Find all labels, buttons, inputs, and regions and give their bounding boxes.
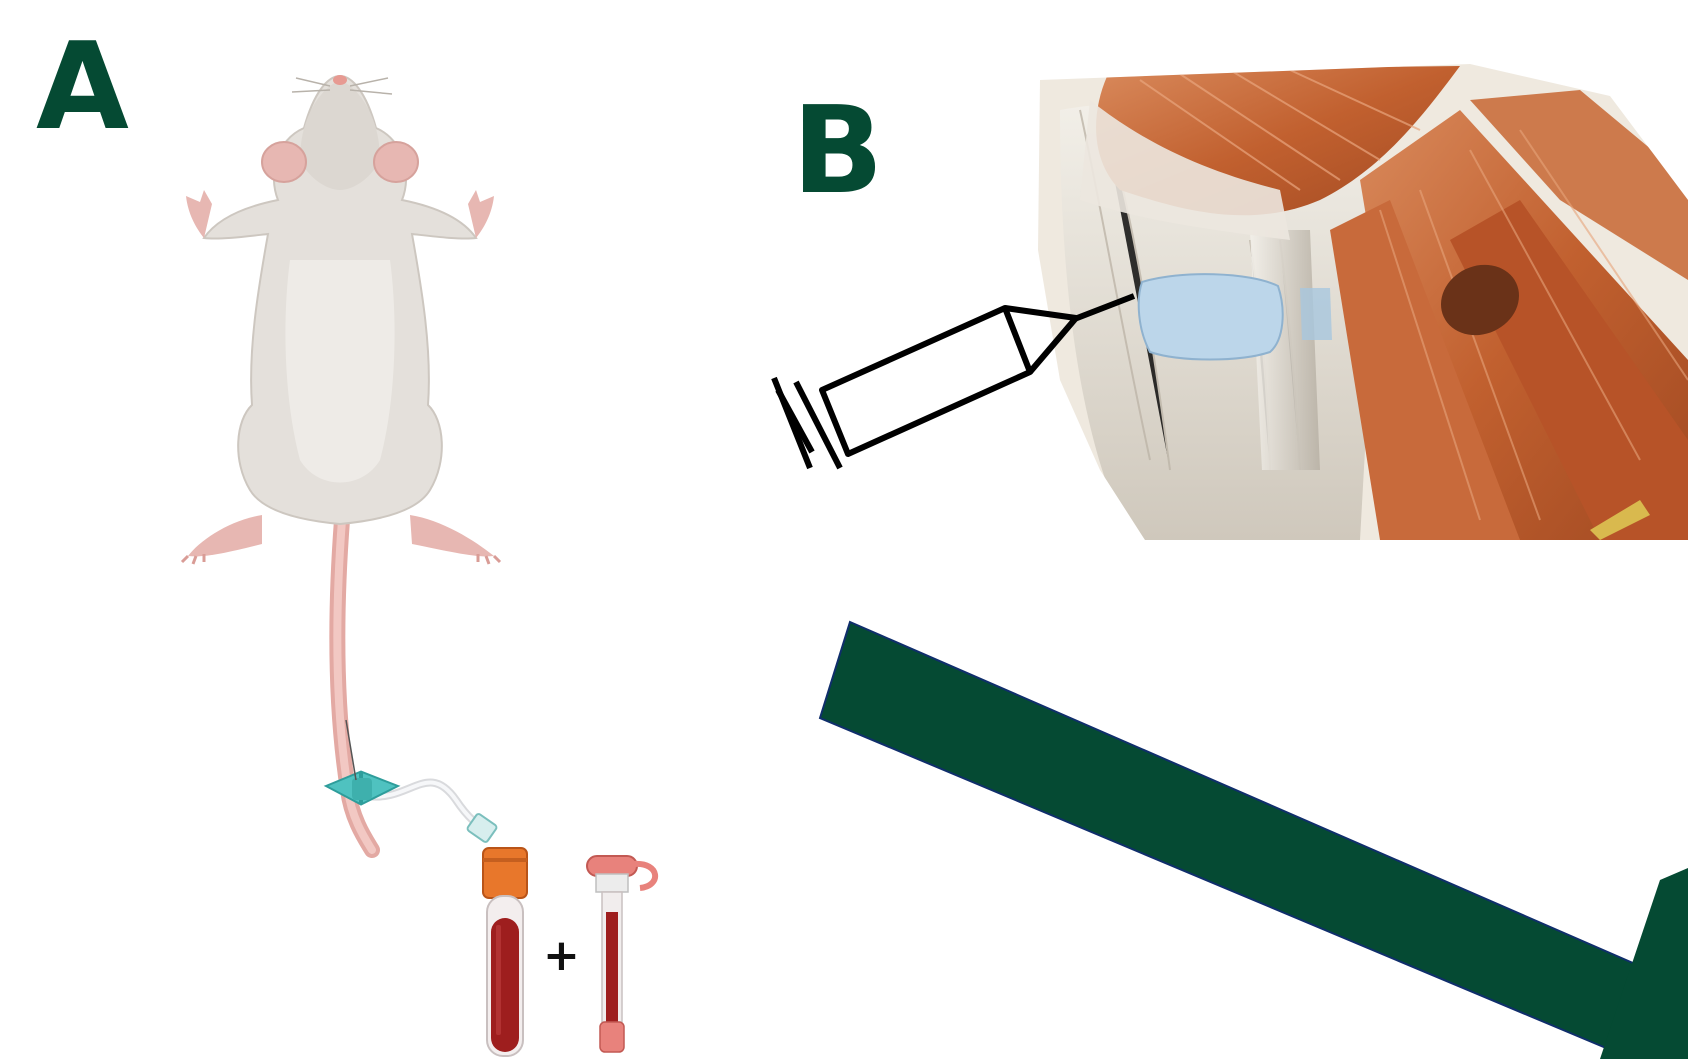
capillary-tube-icon [587,856,655,1052]
panel-label-a: A [36,28,129,148]
knee-joint-anatomy [1030,60,1688,550]
mouse-icon [182,75,500,850]
plus-symbol: + [543,930,580,981]
blood-tube-icon [483,848,527,1056]
direction-arrow [820,622,1688,1059]
panel-label-b: B [792,92,883,212]
